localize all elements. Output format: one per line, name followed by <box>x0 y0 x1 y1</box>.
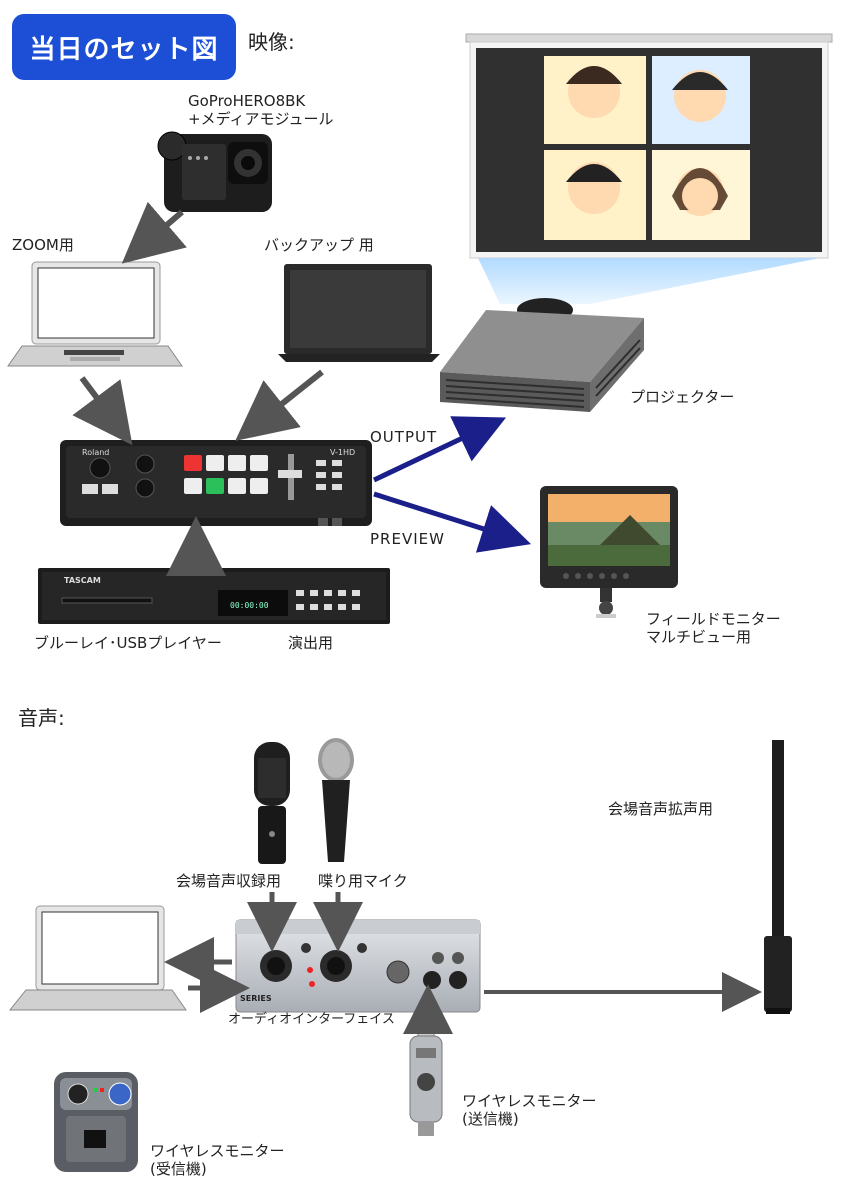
camera-label-line2: +メディアモジュール <box>188 110 334 128</box>
video-switcher <box>60 440 372 526</box>
player-label: ブルーレイ･USBプレイヤー <box>34 634 222 652</box>
switcher-brand: Roland <box>82 448 110 457</box>
audio-laptop <box>8 905 187 1011</box>
video-section-heading: 映像: <box>248 30 295 54</box>
svg-text:00:00:00: 00:00:00 <box>230 601 269 610</box>
switcher-model: V-1HD <box>330 448 356 457</box>
speaker-label: 会場音声拡声用 <box>608 800 714 818</box>
audio-section-heading: 音声: <box>18 706 65 730</box>
zoom-laptop-label: ZOOM用 <box>12 236 74 254</box>
dynamic-mic-label: 喋り用マイク <box>318 872 408 890</box>
receiver-label-line1: ワイヤレスモニター <box>150 1142 285 1160</box>
gopro-camera <box>157 131 272 212</box>
transmitter-label-line2: (送信機) <box>462 1110 519 1128</box>
transmitter-label-line1: ワイヤレスモニター <box>462 1092 597 1110</box>
output-label: OUTPUT <box>370 428 438 446</box>
column-speaker <box>764 740 792 1014</box>
interface-label: オーディオインターフェイス <box>228 1012 395 1027</box>
player-purpose-label: 演出用 <box>288 634 334 652</box>
backup-laptop <box>278 264 440 362</box>
projector-screen <box>465 33 833 304</box>
receiver-label-line2: (受信機) <box>150 1160 207 1178</box>
condenser-mic-label: 会場音声収録用 <box>176 872 282 890</box>
page-title-badge: 当日のセット図 <box>12 14 236 80</box>
field-monitor <box>540 486 678 618</box>
camera-label-line1: GoProHERO8BK <box>188 92 306 110</box>
backup-laptop-label: バックアップ 用 <box>264 236 374 254</box>
arrow-camera-to-zoom <box>121 201 187 264</box>
arrow-output-to-projector <box>372 416 507 483</box>
projector <box>440 298 644 412</box>
condenser-microphone <box>254 742 290 864</box>
arrow-zoom-to-switcher <box>72 376 133 446</box>
monitor-label-line2: マルチビュー用 <box>646 628 752 646</box>
monitor-label-line1: フィールドモニター <box>646 610 781 628</box>
zoom-laptop <box>7 261 183 367</box>
preview-label: PREVIEW <box>370 530 445 548</box>
video-arrows <box>72 201 532 576</box>
player-brand: TASCAM <box>64 576 101 585</box>
audio-arrows <box>164 892 762 1034</box>
projector-label: プロジェクター <box>630 388 735 406</box>
dynamic-microphone <box>318 738 354 862</box>
arrow-preview-to-monitor <box>373 491 532 553</box>
bluray-player: 00:00:00 <box>38 568 390 624</box>
audio-interface <box>235 919 481 1013</box>
wireless-transmitter <box>409 1015 443 1136</box>
wireless-receiver <box>54 1072 138 1172</box>
interface-series: SERIES <box>240 994 272 1003</box>
arrow-backup-to-switcher <box>235 369 324 441</box>
